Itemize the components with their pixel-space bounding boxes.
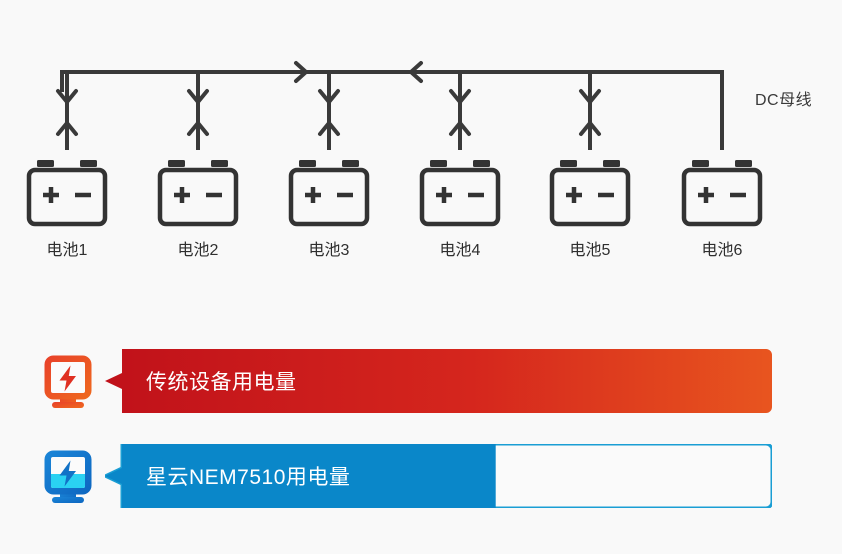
battery-label-4: 电池4 — [439, 242, 481, 259]
branch-arrow-up-5 — [579, 121, 601, 136]
branch-arrow-down-2 — [187, 89, 209, 104]
battery-icon-1 — [26, 160, 108, 227]
battery-icon-6 — [681, 160, 763, 227]
battery-label-1: 电池1 — [46, 242, 88, 259]
dc-bus-diagram — [26, 61, 763, 227]
dc-bus-label: DC母线 — [755, 92, 813, 109]
branch-arrow-down-4 — [449, 89, 471, 104]
bus-flow-arrow-left — [409, 61, 423, 83]
battery-icon-5 — [549, 160, 631, 227]
branch-arrow-up-4 — [449, 121, 471, 136]
branch-lines-group — [56, 72, 724, 150]
nem7510-consumption-bar — [105, 444, 772, 508]
branch-arrow-down-3 — [318, 89, 340, 104]
lightning-meter-icon-blue — [44, 450, 92, 503]
battery-label-2: 电池2 — [177, 242, 219, 259]
battery-label-3: 电池3 — [308, 242, 350, 259]
lightning-meter-icon-red — [44, 355, 92, 408]
branch-arrow-down-5 — [579, 89, 601, 104]
battery-label-5: 电池5 — [569, 242, 611, 259]
comparison-row-legacy: 传统设备用电量 — [0, 344, 842, 420]
battery-icon-2 — [157, 160, 239, 227]
branch-arrow-up-3 — [318, 121, 340, 136]
battery-label-6: 电池6 — [701, 242, 743, 259]
battery-icon-3 — [288, 160, 370, 227]
branch-arrow-up-2 — [187, 121, 209, 136]
battery-icons-group — [26, 160, 763, 227]
bus-flow-arrow-right — [294, 61, 308, 83]
branch-arrow-up-1 — [56, 121, 78, 136]
bus-line-group — [60, 61, 724, 92]
legacy-consumption-bar — [105, 349, 772, 413]
comparison-row-nem7510: 星云NEM7510用电量 — [0, 439, 842, 515]
battery-icon-4 — [419, 160, 501, 227]
branch-arrow-down-1 — [56, 89, 78, 104]
